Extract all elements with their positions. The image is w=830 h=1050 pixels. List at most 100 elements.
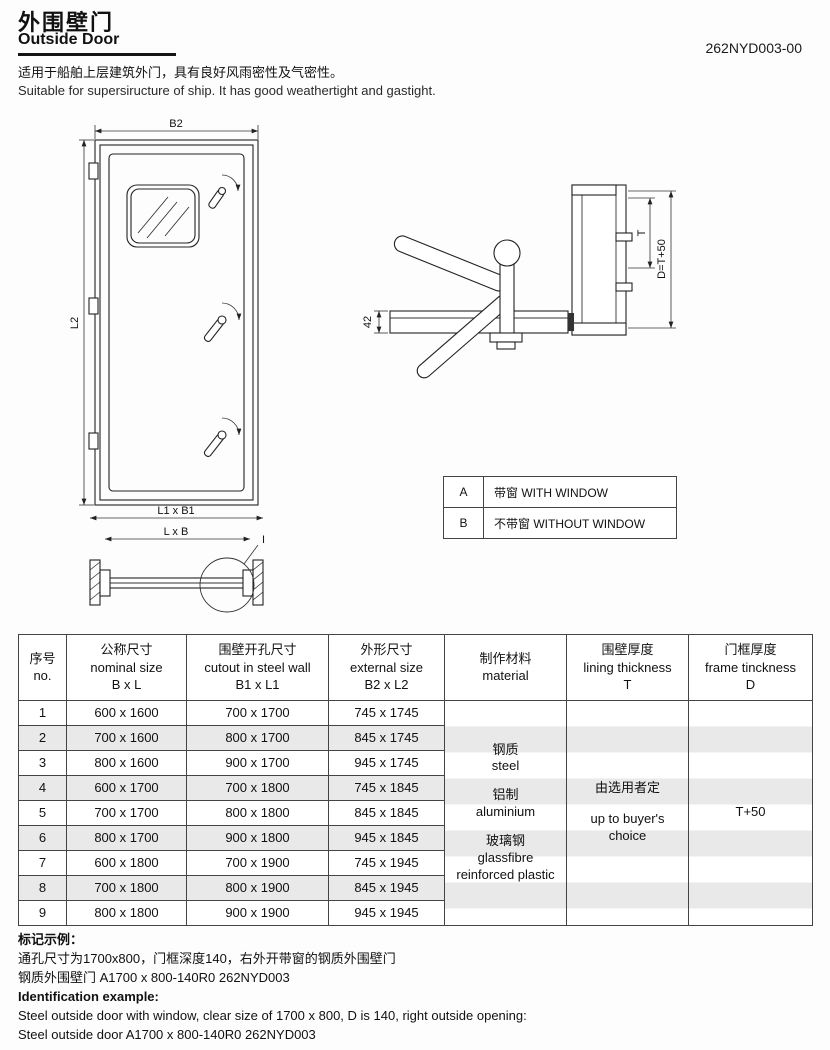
dimension-lb: L x B xyxy=(105,526,250,542)
dimension-42: 42 xyxy=(362,310,388,334)
table-cell: 800 x 1700 xyxy=(186,724,329,751)
table-cell: 600 x 1600 xyxy=(66,699,187,726)
table-cell: 8 xyxy=(18,874,67,901)
table-cell: 800 x 1700 xyxy=(66,824,187,851)
table-cell: 800 x 1600 xyxy=(66,749,187,776)
table-cell: 700 x 1700 xyxy=(186,699,329,726)
dimension-l2: L2 xyxy=(70,139,94,506)
table-cell: 1 xyxy=(18,699,67,726)
table-cell: 745 x 1845 xyxy=(328,774,445,801)
table-cell: 6 xyxy=(18,824,67,851)
table-cell: 700 x 1600 xyxy=(66,724,187,751)
table-cell: 600 x 1800 xyxy=(66,849,187,876)
col-header-frame-thickness: 门框厚度 frame tinckness D xyxy=(688,634,813,701)
dimension-b2: B2 xyxy=(94,118,259,139)
dim-l1b1-label: L1 x B1 xyxy=(157,505,194,517)
mark-example-label-en: Identification example: xyxy=(18,989,159,1004)
mark-example-line2-en: Steel outside door A1700 x 800-140R0 262… xyxy=(18,1027,316,1042)
variant-row-a: A 带窗 WITH WINDOW xyxy=(443,476,677,508)
handle-levers xyxy=(393,235,523,379)
page-title-zh: 外围壁门 xyxy=(18,10,115,35)
dim-d-label: D=T+50 xyxy=(656,239,668,279)
dimension-t: T xyxy=(628,197,655,269)
col-header-zh: 外形尺寸 xyxy=(360,642,413,657)
col-header-nominal-size: 公称尺寸 nominal size B x L xyxy=(66,634,187,701)
col-header-sub: B2 x L2 xyxy=(364,677,409,693)
col-header-zh: 序号 xyxy=(29,650,56,666)
table-cell: 800 x 1900 xyxy=(186,874,329,901)
col-header-en: lining thickness xyxy=(583,659,672,675)
table-cell: 900 x 1700 xyxy=(186,749,329,776)
col-header-material: 制作材料 material xyxy=(444,634,567,701)
col-header-zh: 公称尺寸 xyxy=(100,642,153,657)
door-hinges xyxy=(88,162,99,450)
col-header-zh: 门框厚度 xyxy=(724,642,777,657)
gasket xyxy=(568,313,574,331)
table-cell: 745 x 1745 xyxy=(328,699,445,726)
description-zh: 适用于船舶上层建筑外门，具有良好风雨密性及气密性。 xyxy=(18,65,344,80)
table-cell: 2 xyxy=(18,724,67,751)
col-header-external-size: 外形尺寸 external size B2 x L2 xyxy=(328,634,445,701)
table-cell: 945 x 1945 xyxy=(328,899,445,926)
door-handle-middle xyxy=(203,302,242,342)
description-en: Suitable for supersiructure of ship. It … xyxy=(18,83,436,98)
table-cell: 700 x 1800 xyxy=(66,874,187,901)
table-cell: 945 x 1845 xyxy=(328,824,445,851)
col-header-en: nominal size xyxy=(90,659,163,675)
table-cell: 9 xyxy=(18,899,67,926)
dimension-l1b1: L1 x B1 xyxy=(90,505,263,521)
table-cell: 700 x 1700 xyxy=(66,799,187,826)
mark-example-line1-zh: 通孔尺寸为1700x800，门框深度140，右外开带窗的钢质外围壁门 xyxy=(18,951,396,966)
variant-row-b: B 不带窗 WITHOUT WINDOW xyxy=(443,507,677,539)
door-plan-section: I xyxy=(89,534,265,613)
variant-key-a: A xyxy=(443,476,484,508)
spec-table: 序号 no. 公称尺寸 nominal size B x L 围壁开孔尺寸 cu… xyxy=(18,634,813,926)
frame-cell: T+50 xyxy=(688,699,813,926)
col-header-sub: T xyxy=(623,677,632,693)
door-leaf-outline xyxy=(94,139,259,506)
col-header-no: 序号 no. xyxy=(18,634,67,701)
table-cell: 7 xyxy=(18,849,67,876)
dim-lb-label: L x B xyxy=(164,526,189,538)
table-cell: 700 x 1900 xyxy=(186,849,329,876)
detail-mark-label: I xyxy=(262,534,265,546)
dim-b2-label: B2 xyxy=(169,118,182,130)
table-cell: 800 x 1800 xyxy=(186,799,329,826)
door-handle-lower xyxy=(203,417,242,457)
title-underline xyxy=(18,53,176,56)
table-cell: 700 x 1800 xyxy=(186,774,329,801)
mark-example-line2-zh: 钢质外围壁门 A1700 x 800-140R0 262NYD003 xyxy=(18,970,290,985)
door-front-drawing: B2 L2 xyxy=(70,118,265,613)
dimension-d: D=T+50 xyxy=(628,190,676,329)
window-latch xyxy=(208,174,241,209)
variant-label-b: 不带窗 WITHOUT WINDOW xyxy=(483,507,677,539)
col-header-cutout: 围壁开孔尺寸 cutout in steel wall B1 x L1 xyxy=(186,634,329,701)
handle-knob xyxy=(493,239,521,267)
table-cell: 800 x 1800 xyxy=(66,899,187,926)
col-header-lining-thickness: 围壁厚度 lining thickness T xyxy=(566,634,689,701)
table-cell: 845 x 1945 xyxy=(328,874,445,901)
table-cell: 900 x 1900 xyxy=(186,899,329,926)
col-header-sub: B1 x L1 xyxy=(235,677,280,693)
table-cell: 945 x 1745 xyxy=(328,749,445,776)
col-header-en: material xyxy=(482,668,529,684)
col-header-en: external size xyxy=(350,659,423,675)
door-window xyxy=(126,184,200,248)
table-cell: 5 xyxy=(18,799,67,826)
col-header-zh: 制作材料 xyxy=(479,650,532,666)
handle-section-drawing: 42 T D=T+50 xyxy=(362,184,676,379)
col-header-en: frame tinckness xyxy=(704,659,797,675)
mark-example-label-zh: 标记示例： xyxy=(18,932,84,947)
table-cell: 845 x 1845 xyxy=(328,799,445,826)
identification-example: 标记示例： 通孔尺寸为1700x800，门框深度140，右外开带窗的钢质外围壁门… xyxy=(18,930,527,1044)
variant-label-a: 带窗 WITH WINDOW xyxy=(483,476,677,508)
